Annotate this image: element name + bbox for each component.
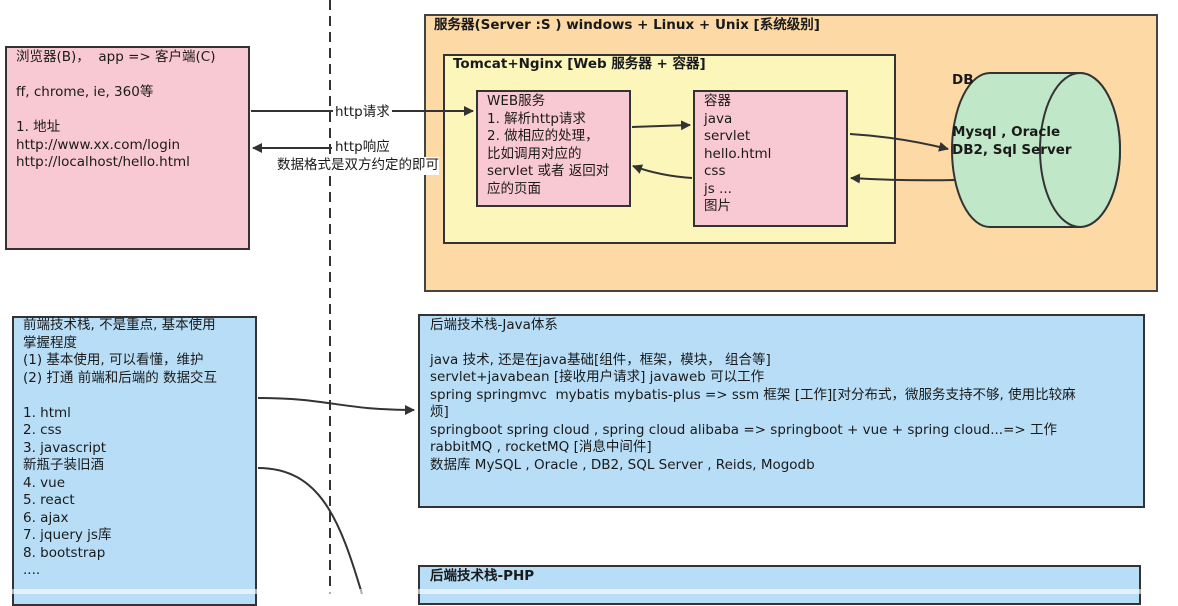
text-line: spring springmvc mybatis mybatis-plus =>… (430, 386, 1076, 403)
browser-client-text: 浏览器(B)， app => 客户端(C) ff, chrome, ie, 36… (16, 49, 215, 172)
frontend-stack-text: 前端技术栈, 不是重点, 基本使用掌握程度(1) 基本使用, 可以看懂，维护(2… (23, 317, 217, 580)
frontend-to-php-curve (257, 467, 363, 594)
http-response-note: 数据格式是双方约定的即可 (277, 157, 439, 175)
text-line: 掌握程度 (23, 334, 77, 351)
text-line: js ... (704, 180, 732, 197)
text-line: 应的页面 (487, 180, 541, 197)
db-title: DB (952, 72, 974, 88)
http-request-label: http请求 (333, 104, 392, 122)
tomcat-title: Tomcat+Nginx [Web 服务器 + 容器] (453, 56, 706, 72)
java-stack-box (418, 314, 1145, 508)
text-line: 5. react (23, 492, 75, 508)
db-cylinder (951, 72, 1121, 228)
text-line: 数据库 MySQL , Oracle , DB2, SQL Server , R… (430, 456, 815, 473)
frontend-stack-box (12, 316, 257, 606)
text-line: 1. 地址 (16, 119, 61, 135)
text-line: WEB服务 (487, 93, 546, 109)
server-title: 服务器(Server :S ) windows + Linux + Unix [… (434, 17, 820, 33)
text-line: 1. 解析http请求 (487, 110, 586, 127)
text-line: 3. javascript (23, 439, 107, 456)
text-line: java (704, 110, 733, 127)
text-line: springboot spring cloud , spring cloud a… (430, 421, 1058, 438)
text-line: servlet (704, 128, 751, 144)
java-stack-text: java 技术, 还是在java基础[组件，框架，模块， 组合等]servlet… (430, 334, 1076, 474)
http-response-label: http响应 (335, 139, 390, 155)
text-line: java 技术, 还是在java基础[组件，框架，模块， 组合等] (430, 351, 771, 368)
text-line: 2. 做相应的处理， (487, 128, 599, 144)
text-line: (1) 基本使用, 可以看懂，维护 (23, 352, 204, 368)
bottom-edge (0, 589, 1178, 594)
text-line: Mysql , Oracle (952, 124, 1061, 140)
text-line: 6. ajax (23, 509, 69, 526)
text-line: 7. jquery js库 (23, 527, 112, 543)
container-to-db-arrow (849, 133, 949, 152)
text-line: servlet+javabean [接收用户请求] javaweb 可以工作 (430, 369, 765, 385)
text-line: DB2, Sql Server (952, 141, 1072, 158)
text-line: http://localhost/hello.html (16, 154, 190, 170)
text-line: 容器 (704, 93, 731, 109)
text-line: (2) 打通 前端和后端的 数据交互 (23, 369, 217, 386)
text-line: 图片 (704, 198, 731, 214)
text-line: css (704, 163, 726, 179)
text-line: .... (23, 562, 41, 578)
db-to-container-arrow (850, 173, 956, 184)
text-line: 4. vue (23, 474, 66, 491)
text-line: 1. html (23, 404, 71, 421)
web-service-box (476, 90, 631, 207)
container-to-web-arrow (632, 164, 693, 179)
frontend-to-java-arrow (257, 397, 415, 415)
browser-client-box (5, 46, 250, 250)
text-line: hello.html (704, 145, 772, 162)
container-box (693, 90, 848, 227)
web-to-container-arrow (631, 120, 691, 131)
text-line: ff, chrome, ie, 360等 (16, 84, 154, 100)
text-line: servlet 或者 返回对 (487, 163, 610, 179)
text-line: rabbitMQ , rocketMQ [消息中间件] (430, 439, 652, 455)
text-line: 新瓶子装旧酒 (23, 457, 104, 473)
java-stack-title: 后端技术栈-Java体系 (430, 317, 558, 333)
text-line: 8. bootstrap (23, 544, 106, 561)
text-line: http://www.xx.com/login (16, 136, 181, 153)
text-line: 比如调用对应的 (487, 145, 582, 162)
text-line: 浏览器(B)， app => 客户端(C) (16, 49, 216, 65)
text-line: 烦] (430, 404, 449, 420)
text-line: 2. css (23, 422, 62, 438)
php-stack-title: 后端技术栈-PHP (430, 568, 535, 584)
text-line: 前端技术栈, 不是重点, 基本使用 (23, 317, 216, 333)
